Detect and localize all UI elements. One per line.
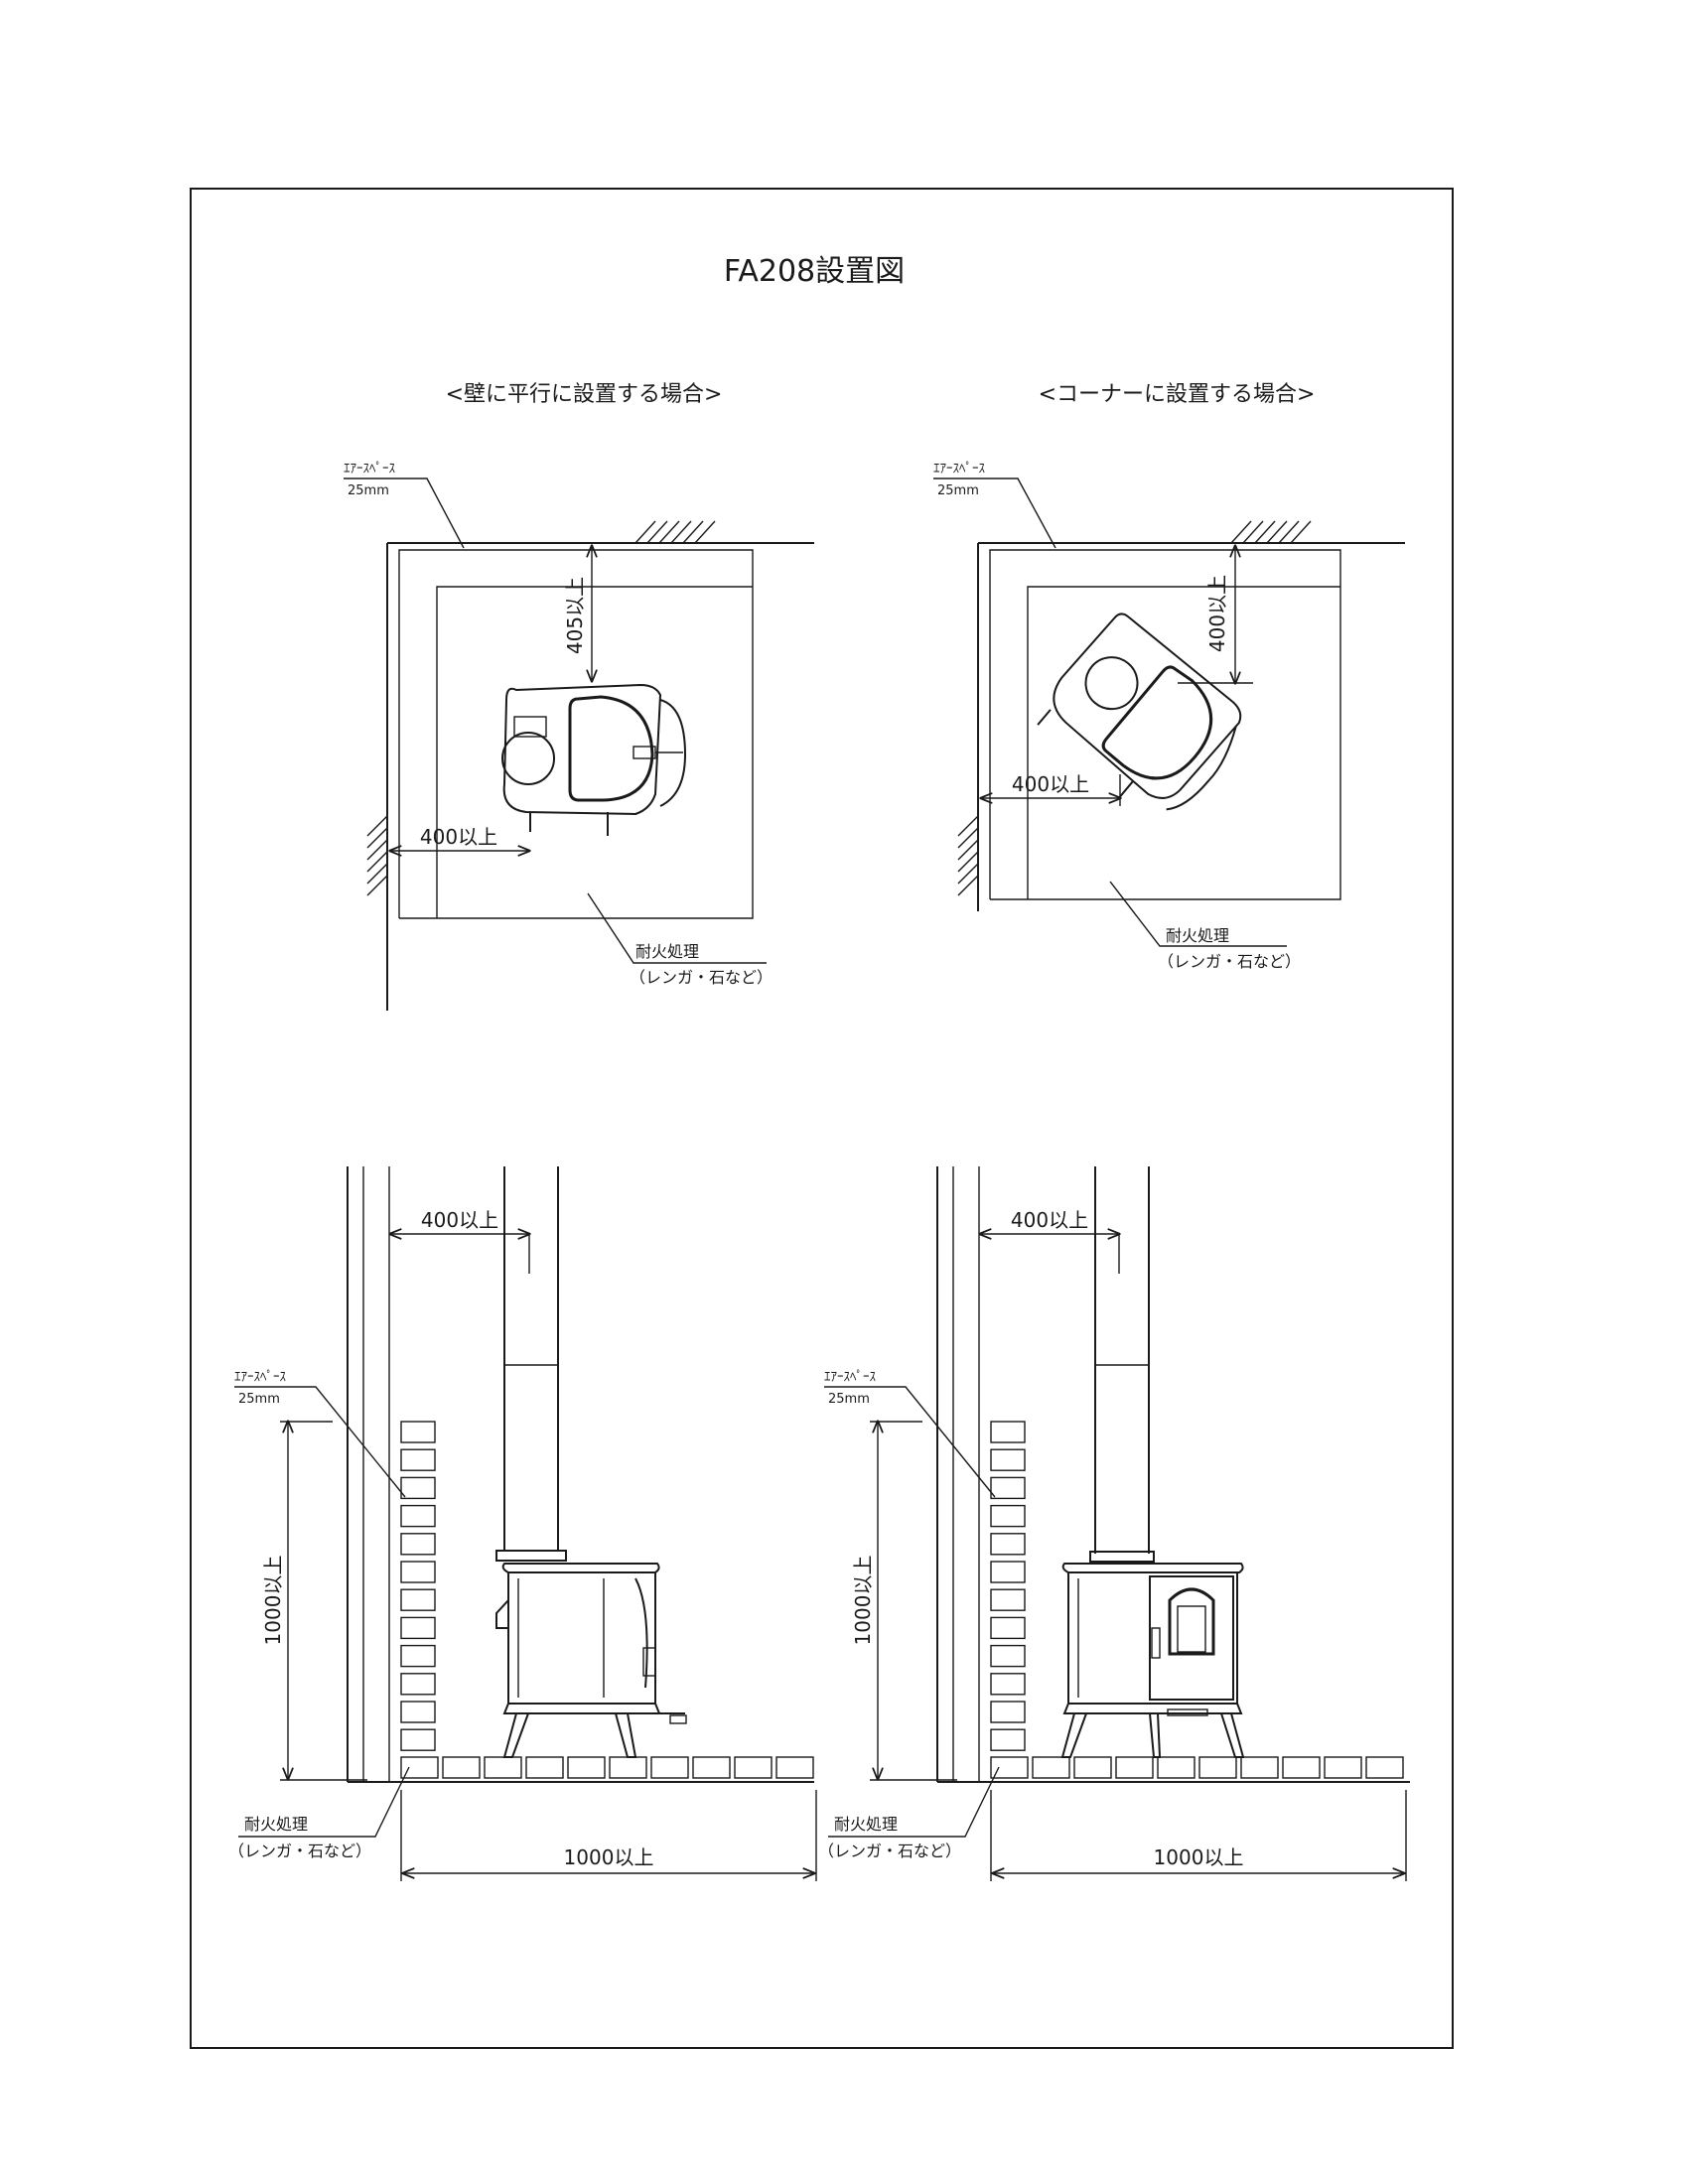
floor-brick xyxy=(692,1756,731,1779)
air-space-label: ｴｱｰｽﾍﾟｰｽ xyxy=(344,462,396,477)
brick xyxy=(990,1561,1026,1583)
plan-view-parallel: ｴｱｰｽﾍﾟｰｽ 25mm 405以上 400以上 耐火処理 （レンガ・石など） xyxy=(344,462,814,1011)
brick xyxy=(400,1533,436,1556)
brick xyxy=(400,1616,436,1640)
floor-brick xyxy=(1240,1756,1279,1779)
floor-brick xyxy=(1198,1756,1237,1779)
floor-brick xyxy=(1157,1756,1196,1779)
stove-plan-rotated xyxy=(1037,613,1242,811)
fireproof-note: （レンガ・石など） xyxy=(1158,952,1301,971)
brick xyxy=(400,1448,436,1471)
brick xyxy=(400,1561,436,1583)
dim-elev-left-floor: 1000以上 xyxy=(564,1845,654,1869)
drawing-title: FA208設置図 xyxy=(724,254,905,289)
wall-hatch-icon xyxy=(957,520,1312,896)
dim-elev-right-height: 1000以上 xyxy=(851,1556,875,1646)
fireproof-note: （レンガ・石など） xyxy=(630,968,773,987)
floor-brick xyxy=(775,1756,814,1779)
brick xyxy=(400,1421,436,1443)
stove-side-elevation xyxy=(495,1550,687,1758)
fireproof-note: （レンガ・石など） xyxy=(228,1842,371,1860)
air-space-value: 25mm xyxy=(828,1392,870,1407)
floor-brick xyxy=(1115,1756,1154,1779)
fireproof-label: 耐火処理 xyxy=(635,942,699,961)
air-space-label: ｴｱｰｽﾍﾟｰｽ xyxy=(234,1370,287,1385)
fireproof-label: 耐火処理 xyxy=(244,1815,308,1834)
stove-front-elevation xyxy=(1060,1551,1245,1758)
brick xyxy=(990,1673,1026,1696)
air-space-label: ｴｱｰｽﾍﾟｰｽ xyxy=(824,1370,877,1385)
floor-brick xyxy=(484,1756,522,1779)
dim-elev-left-height: 1000以上 xyxy=(261,1556,285,1646)
brick xyxy=(990,1616,1026,1640)
dim-plan-parallel-back: 405以上 xyxy=(563,577,587,654)
floor-brick xyxy=(1073,1756,1112,1779)
dim-plan-corner-back: 400以上 xyxy=(1205,575,1229,652)
air-space-value: 25mm xyxy=(937,483,979,498)
dim-elev-right-top: 400以上 xyxy=(1011,1208,1088,1232)
floor-brick xyxy=(650,1756,689,1779)
brick-floor-right xyxy=(990,1756,1404,1779)
brick xyxy=(400,1588,436,1611)
floor-brick xyxy=(1032,1756,1070,1779)
elevation-right: 400以上 1000以上 1000以上 ｴｱｰｽﾍﾟｰｽ 25mm 耐火処理 （… xyxy=(818,1166,1410,1881)
brick-column-left xyxy=(400,1421,436,1751)
brick xyxy=(400,1701,436,1723)
brick xyxy=(400,1644,436,1668)
fireproof-label: 耐火処理 xyxy=(1166,926,1229,945)
parallel-view-heading: <壁に平行に設置する場合> xyxy=(446,382,723,407)
brick xyxy=(400,1673,436,1696)
dim-elev-right-floor: 1000以上 xyxy=(1154,1845,1244,1869)
brick xyxy=(400,1504,436,1528)
floor-brick xyxy=(525,1756,564,1779)
dim-plan-corner-side: 400以上 xyxy=(1012,772,1089,796)
brick xyxy=(990,1644,1026,1668)
floor-brick xyxy=(567,1756,606,1779)
wall-hatch-icon xyxy=(366,520,716,896)
brick-floor-left xyxy=(400,1756,814,1779)
floor-brick xyxy=(400,1756,439,1779)
dim-elev-left-top: 400以上 xyxy=(421,1208,498,1232)
brick xyxy=(990,1476,1026,1500)
air-space-value: 25mm xyxy=(238,1392,280,1407)
brick xyxy=(400,1728,436,1751)
floor-brick xyxy=(734,1756,773,1779)
brick xyxy=(990,1504,1026,1528)
floor-brick xyxy=(990,1756,1029,1779)
floor-brick xyxy=(1282,1756,1321,1779)
elevation-left: 400以上 1000以上 1000以上 ｴｱｰｽﾍﾟｰｽ 25mm 耐火処理 （… xyxy=(228,1166,817,1881)
drawing-frame xyxy=(190,188,1454,2049)
floor-brick xyxy=(442,1756,481,1779)
air-space-value: 25mm xyxy=(348,483,389,498)
plan-view-corner: ｴｱｰｽﾍﾟｰｽ 25mm 400以上 400以上 耐火処理 （レンガ・石など） xyxy=(933,462,1405,971)
stove-plan-top xyxy=(501,683,687,836)
fireproof-note: （レンガ・石など） xyxy=(818,1842,961,1860)
brick xyxy=(990,1533,1026,1556)
brick xyxy=(990,1448,1026,1471)
brick xyxy=(990,1588,1026,1611)
air-space-label: ｴｱｰｽﾍﾟｰｽ xyxy=(933,462,986,477)
brick xyxy=(990,1421,1026,1443)
brick xyxy=(990,1701,1026,1723)
dim-plan-parallel-side: 400以上 xyxy=(420,825,497,849)
floor-brick xyxy=(1365,1756,1404,1779)
brick-column-right xyxy=(990,1421,1026,1751)
corner-view-heading: <コーナーに設置する場合> xyxy=(1039,382,1316,407)
fireproof-label: 耐火処理 xyxy=(834,1815,898,1834)
brick xyxy=(990,1728,1026,1751)
floor-brick xyxy=(609,1756,647,1779)
floor-brick xyxy=(1324,1756,1362,1779)
brick xyxy=(400,1476,436,1500)
